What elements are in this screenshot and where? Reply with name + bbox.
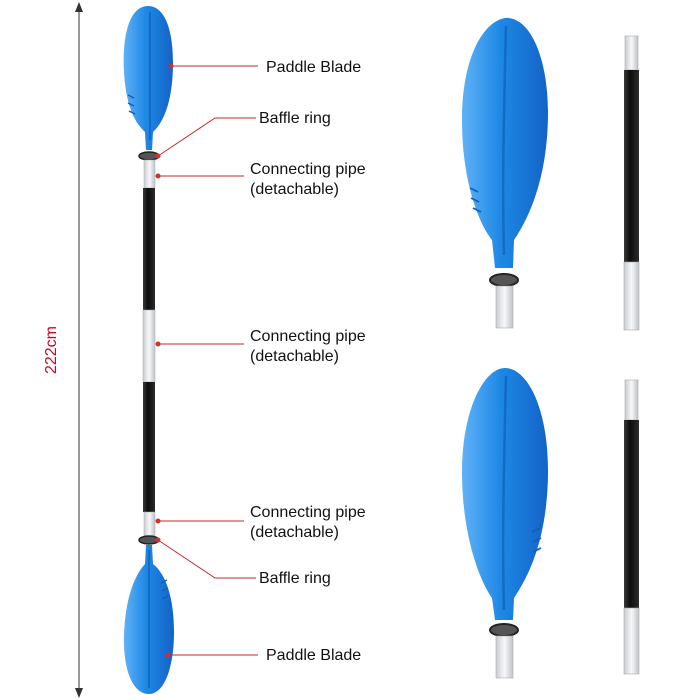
length-dimension-label: 222cm <box>43 325 60 375</box>
label-baffle-ring-bottom: Baffle ring <box>259 570 331 587</box>
assembled-paddle <box>123 6 174 694</box>
detached-shaft-top <box>623 35 640 331</box>
label-connecting-pipe-3: Connecting pipe (detachable) <box>250 504 366 541</box>
middle-joint <box>142 309 156 383</box>
label-paddle-blade-top: Paddle Blade <box>266 59 362 76</box>
label-baffle-ring-top: Baffle ring <box>259 110 331 127</box>
upper-shaft <box>143 188 155 310</box>
label-connecting-pipe-2: Connecting pipe (detachable) <box>250 328 366 365</box>
leader-dots <box>155 63 174 658</box>
dimension-line <box>75 2 83 698</box>
bottom-paddle-blade <box>123 545 174 694</box>
leader-lines <box>157 65 258 656</box>
lower-shaft <box>143 382 155 512</box>
top-paddle-blade <box>123 6 173 150</box>
label-paddle-blade-bottom: Paddle Blade <box>266 647 362 664</box>
label-connecting-pipe-1: Connecting pipe (detachable) <box>250 161 366 198</box>
detached-blade-bottom <box>462 368 548 679</box>
detached-shaft-bottom <box>623 379 640 675</box>
detached-blade-top <box>462 17 548 329</box>
